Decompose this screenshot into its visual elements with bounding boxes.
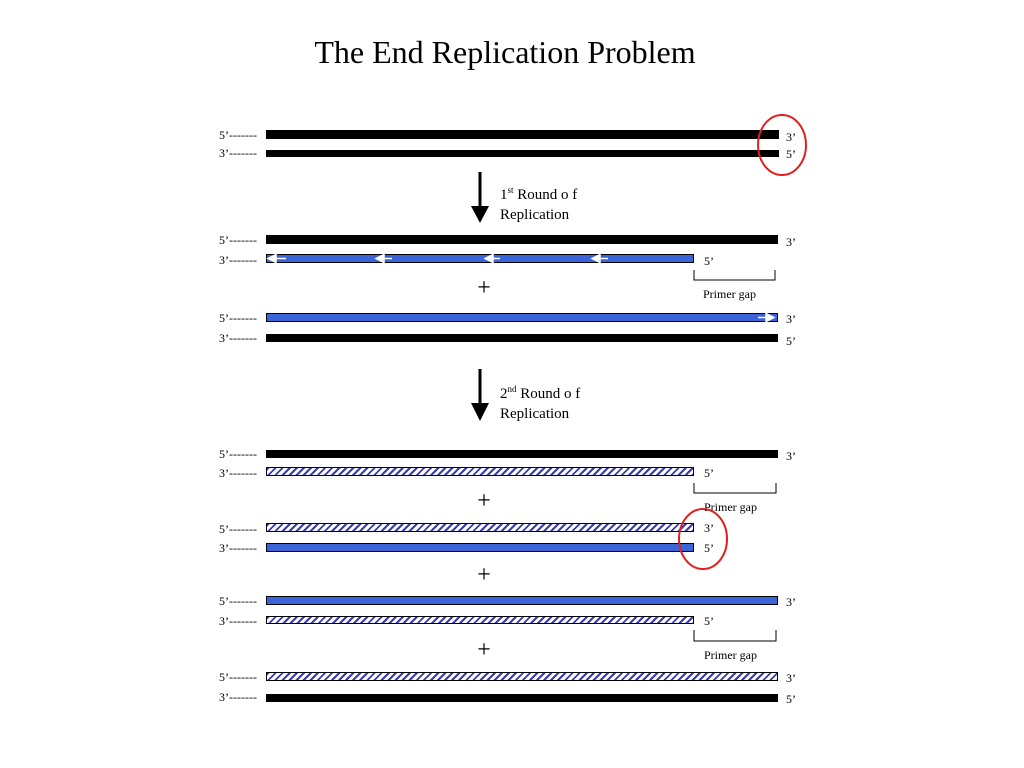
step-1-line1: Round o f <box>517 187 578 203</box>
template-strand-bottom <box>266 150 779 157</box>
end-label-5prime: 5’ <box>786 692 796 706</box>
end-label-3prime: 3’ <box>704 521 714 535</box>
synthesis-direction-arrows <box>266 253 608 264</box>
step-2-label: 2nd Round o f Replication <box>500 379 580 424</box>
telomere-end-highlight-circle <box>757 114 807 176</box>
new-lagging-strand <box>266 467 694 476</box>
strand-label-5prime: 5’------- <box>219 311 257 325</box>
end-label-5prime: 5’ <box>704 466 714 480</box>
primer-gap-bracket <box>693 630 777 642</box>
end-label-3prime: 3’ <box>786 235 796 249</box>
step-2-suffix: nd <box>507 384 517 394</box>
strand-label-3prime: 3’------- <box>219 690 257 704</box>
primer-gap-label: Primer gap <box>704 648 757 662</box>
primer-gap-bracket <box>693 270 776 281</box>
end-label-3prime: 3’ <box>786 595 796 609</box>
end-label-5prime: 5’ <box>704 254 714 268</box>
step-1-suffix: st <box>507 185 514 195</box>
strand-label-3prime: 3’------- <box>219 466 257 480</box>
shortened-template-strand <box>266 543 694 552</box>
step-1-line2: Replication <box>500 207 570 223</box>
primer-gap-label: Primer gap <box>704 500 757 514</box>
shortened-end-highlight-circle <box>678 508 728 570</box>
new-leading-strand <box>266 523 694 532</box>
step-1-label: 1st Round o f Replication <box>500 180 577 225</box>
plus-sign: + <box>477 637 491 663</box>
page-title: The End Replication Problem <box>314 34 696 70</box>
strand-label-3prime: 3’------- <box>219 146 257 160</box>
end-label-5prime: 5’ <box>704 541 714 555</box>
strand-label-3prime: 3’------- <box>219 253 257 267</box>
strand-label-5prime: 5’------- <box>219 594 257 608</box>
strand-label-3prime: 3’------- <box>219 614 257 628</box>
synthesis-direction-arrow <box>758 312 776 323</box>
down-arrow-icon <box>471 369 489 421</box>
strand-label-5prime: 5’------- <box>219 670 257 684</box>
strand-label-5prime: 5’------- <box>219 522 257 536</box>
end-label-3prime: 3’ <box>786 130 796 144</box>
template-strand <box>266 596 778 605</box>
primer-gap-bracket <box>693 483 777 494</box>
strand-label-3prime: 3’------- <box>219 331 257 345</box>
leading-strand <box>266 313 778 322</box>
strand-label-5prime: 5’------- <box>219 128 257 142</box>
step-2-line2: Replication <box>500 406 570 422</box>
end-label-5prime: 5’ <box>786 147 796 161</box>
step-2-ordinal: 2 <box>500 386 508 402</box>
primer-gap-label: Primer gap <box>703 287 756 301</box>
plus-sign: + <box>477 488 491 514</box>
step-2-line1: Round o f <box>520 386 581 402</box>
template-strand-top <box>266 130 779 139</box>
template-strand <box>266 235 778 244</box>
down-arrow-icon <box>471 172 489 223</box>
end-label-5prime: 5’ <box>704 614 714 628</box>
new-leading-strand <box>266 672 778 681</box>
strand-label-3prime: 3’------- <box>219 541 257 555</box>
step-1-ordinal: 1 <box>500 187 508 203</box>
end-label-3prime: 3’ <box>786 671 796 685</box>
end-label-5prime: 5’ <box>786 334 796 348</box>
template-strand <box>266 694 778 702</box>
new-lagging-strand <box>266 616 694 624</box>
strand-label-5prime: 5’------- <box>219 233 257 247</box>
template-strand <box>266 334 778 342</box>
end-label-3prime: 3’ <box>786 449 796 463</box>
end-label-3prime: 3’ <box>786 312 796 326</box>
plus-sign: + <box>477 562 491 588</box>
plus-sign: + <box>477 275 491 301</box>
strand-label-5prime: 5’------- <box>219 447 257 461</box>
template-strand <box>266 450 778 458</box>
